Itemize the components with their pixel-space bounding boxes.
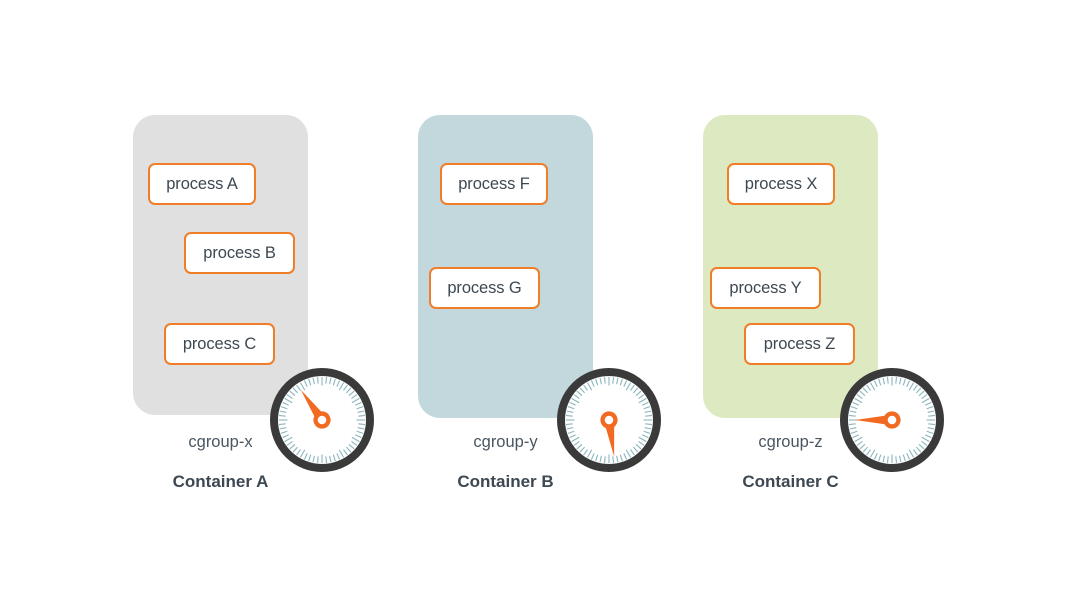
- process-box[interactable]: process X: [727, 163, 835, 205]
- cgroup-name-label: cgroup-z: [758, 433, 823, 451]
- container-title-label: Container B: [457, 472, 554, 491]
- gauge-needle: [855, 414, 893, 426]
- process-box[interactable]: process Y: [710, 267, 821, 309]
- gauge-hub-center: [887, 415, 897, 425]
- container-title-label: Container A: [172, 472, 269, 491]
- process-label: process X: [744, 174, 818, 193]
- process-label: process A: [166, 174, 238, 193]
- process-label: process F: [458, 174, 530, 193]
- process-box[interactable]: process F: [440, 163, 548, 205]
- cpu-gauge: [557, 368, 661, 472]
- gauge-ticks: [565, 376, 653, 464]
- gauge-ticks: [278, 376, 366, 464]
- process-box[interactable]: process C: [164, 323, 275, 365]
- process-label: process G: [447, 278, 522, 297]
- cpu-gauge: [840, 368, 944, 472]
- cpu-gauge: [270, 368, 374, 472]
- gauge-hub-center: [604, 415, 614, 425]
- process-box[interactable]: process A: [148, 163, 256, 205]
- process-label: process Z: [763, 334, 836, 353]
- gauge-hub-center: [317, 415, 327, 425]
- process-label: process Y: [729, 278, 802, 297]
- container-title-label: Container C: [742, 472, 839, 491]
- process-box[interactable]: process Z: [744, 323, 855, 365]
- cgroup-name-label: cgroup-y: [473, 433, 538, 451]
- process-label: process C: [182, 334, 257, 353]
- process-label: process B: [203, 243, 276, 262]
- gauge-ticks: [848, 376, 936, 464]
- cgroup-name-label: cgroup-x: [188, 433, 253, 451]
- process-box[interactable]: process B: [184, 232, 295, 274]
- process-box[interactable]: process G: [429, 267, 540, 309]
